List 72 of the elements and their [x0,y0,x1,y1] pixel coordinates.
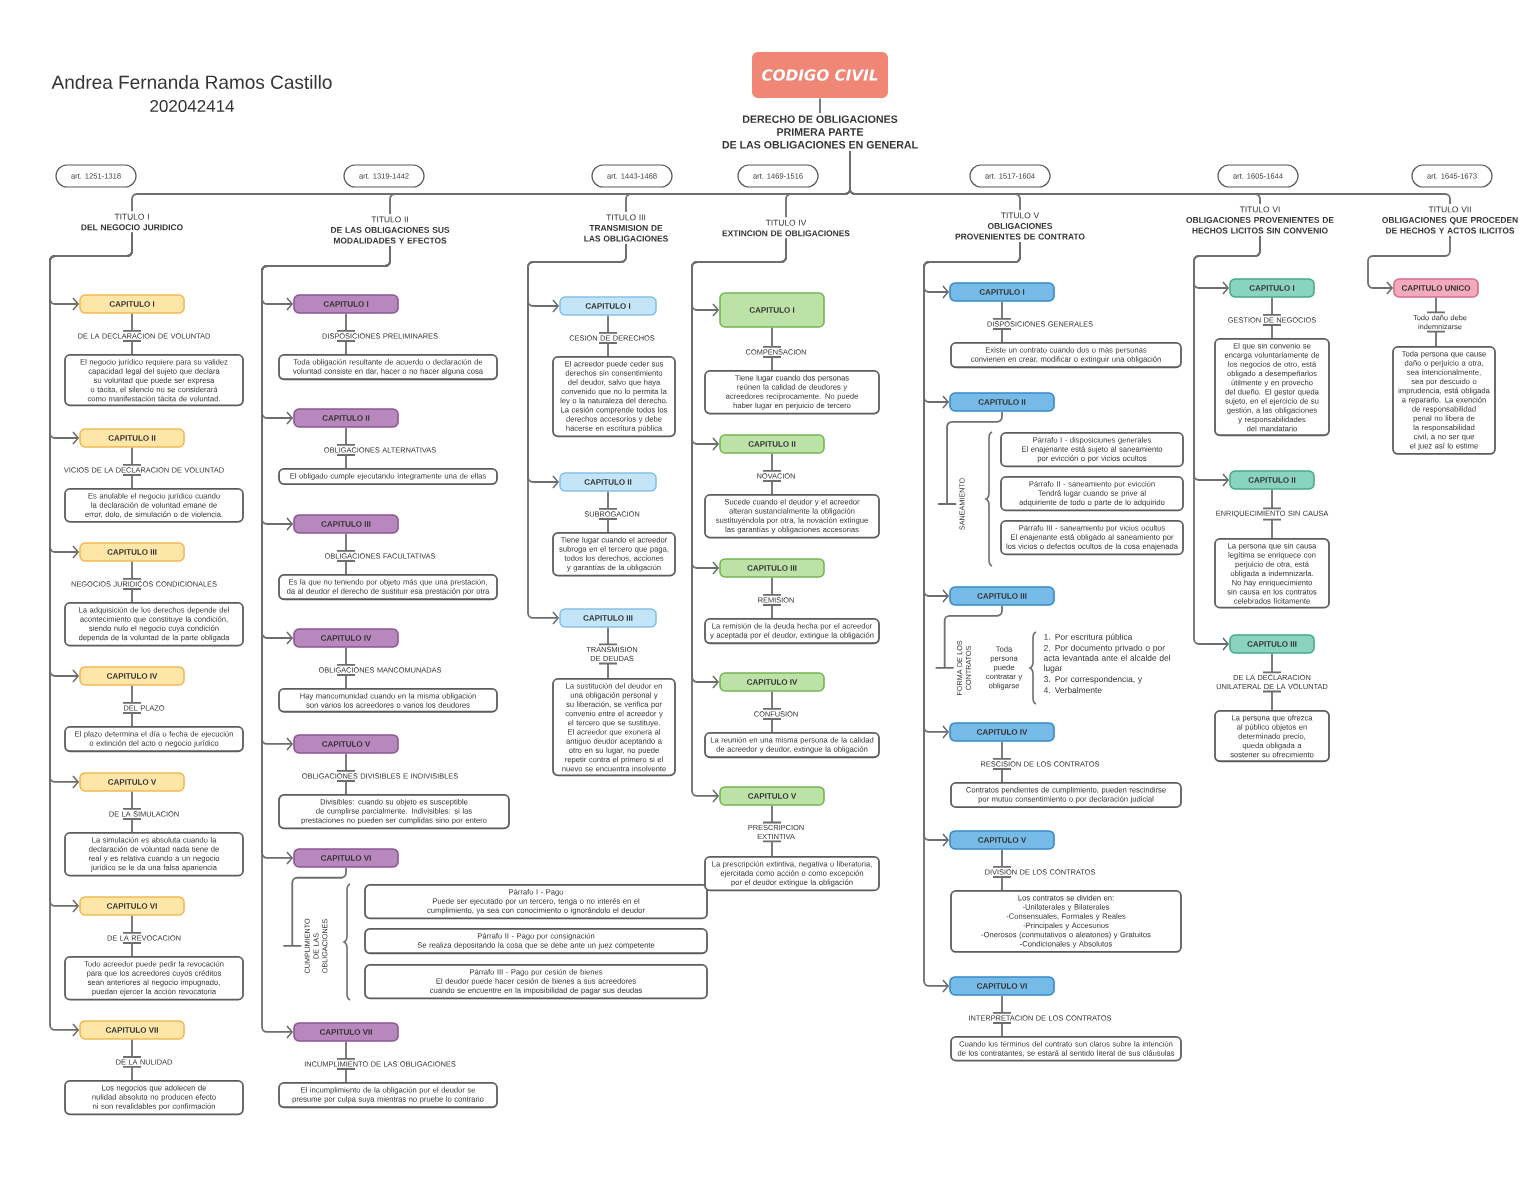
connector [762,480,782,495]
author-name: Andrea Fernanda Ramos Castillo [51,75,332,89]
arrow [261,245,391,1039]
connector [1262,652,1282,674]
connector [336,752,356,772]
connector [992,300,1012,320]
connector [762,604,782,619]
connector [819,97,821,114]
connector [762,804,782,824]
connector [598,314,618,334]
connector [992,740,1012,760]
connector [336,560,356,575]
connector [122,942,142,957]
connector [1426,296,1446,314]
connector [762,326,782,348]
connector [336,340,356,355]
arrow [923,241,1021,993]
connector [1262,518,1282,539]
connector [992,994,1012,1014]
arrow [691,237,787,803]
connector [762,356,782,371]
arrow [1367,235,1451,295]
connector [937,410,1003,505]
connector [122,474,142,489]
connector [992,328,1012,343]
connector [122,560,142,580]
connector [122,340,142,355]
connector [598,626,618,646]
connector [598,518,618,533]
connector [336,532,356,552]
connector [122,712,142,727]
connector [336,426,356,446]
connector [762,840,782,857]
connector [336,780,356,795]
connector [1262,296,1282,316]
connector [122,818,142,833]
connector [992,1022,1012,1037]
connector [122,588,142,603]
connector [598,662,618,679]
connector [1426,330,1446,347]
connector [598,490,618,510]
connector [336,312,356,332]
connector [336,1068,356,1083]
connector [762,452,782,472]
connector [336,674,356,689]
connector [1262,488,1282,510]
connector [762,718,782,733]
arrow [49,231,133,1037]
connector [1262,324,1282,339]
connector [122,914,142,934]
connector [336,646,356,666]
arrow [1193,235,1261,651]
connector [336,454,356,469]
connector [122,790,142,810]
arrow [527,243,627,625]
connector [934,604,1003,669]
connector [992,876,1012,891]
connector [122,312,142,332]
id-number: 202042414 [150,100,235,112]
connector [762,576,782,596]
connector [282,866,347,947]
connector [122,684,142,704]
connector [992,848,1012,868]
connector [598,342,618,357]
connector [762,690,782,710]
connector [849,150,1451,205]
connector [122,446,142,466]
connector [122,1066,142,1081]
connector [1262,690,1282,711]
connector [336,1040,356,1060]
connector [992,768,1012,783]
connector [122,1038,142,1058]
